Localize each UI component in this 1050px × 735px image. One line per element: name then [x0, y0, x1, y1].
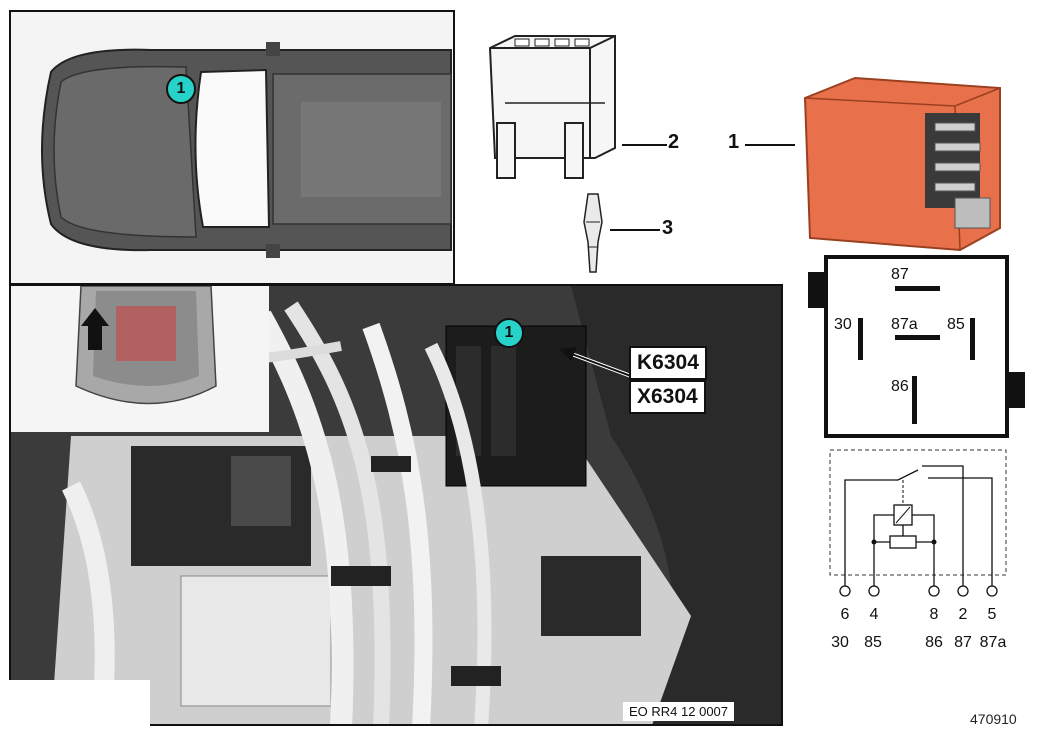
relay-pin-85-label: 85	[947, 316, 965, 333]
terminal-leader-line	[610, 229, 660, 231]
up-arrow-stem	[88, 326, 102, 350]
schematic-pin-num-6: 6	[840, 606, 850, 623]
terminal-pin-illustration	[578, 192, 608, 274]
schematic-pin-num-8: 8	[929, 606, 939, 623]
schematic-pin-num-5: 5	[987, 606, 997, 623]
relay-pin-85-bar	[970, 318, 975, 360]
schematic-pin-term-87a: 87a	[979, 634, 1007, 651]
relay-illustration	[795, 68, 1025, 253]
relay-pin-87-label: 87	[891, 266, 909, 283]
corner-blank	[0, 680, 150, 735]
label-pointer-arrow	[559, 347, 640, 381]
relay-pin-30-bar	[858, 318, 863, 360]
relay-pin-86-bar	[912, 376, 917, 424]
up-arrow-icon	[81, 308, 109, 326]
relay-pin-87a-bar	[895, 335, 940, 340]
relay-designation-label: K6304	[629, 346, 707, 380]
relay-pin-87-bar	[895, 286, 940, 291]
relay-socket-illustration	[475, 28, 635, 188]
relay-pin-87a-label: 87a	[891, 316, 918, 333]
relay-leader-line	[745, 144, 795, 146]
schematic-pin-term-30: 30	[831, 634, 849, 651]
socket-designation-label: X6304	[629, 380, 706, 414]
callout-relay: 1	[728, 131, 740, 153]
relay-pin-30-label: 30	[834, 316, 852, 333]
location-marker-car: 1	[166, 74, 196, 104]
illustration-code: EO RR4 12 0007	[623, 702, 735, 721]
car-top-view-illustration	[11, 12, 453, 283]
inset-car-view	[11, 286, 269, 432]
schematic-pin-num-2: 2	[958, 606, 968, 623]
callout-socket: 2	[668, 131, 680, 153]
document-id: 470910	[970, 711, 1017, 727]
relay-face-tab-left	[808, 272, 824, 308]
schematic-pin-term-85: 85	[864, 634, 882, 651]
location-marker-engine-bay: 1	[494, 318, 524, 348]
schematic-pin-num-4: 4	[869, 606, 879, 623]
schematic-pin-term-87: 87	[954, 634, 972, 651]
callout-terminal: 3	[662, 217, 674, 239]
relay-pin-86-label: 86	[891, 378, 909, 395]
car-top-view-panel: 1	[9, 10, 455, 285]
relay-face-tab-right	[1009, 372, 1025, 408]
engine-bay-photo-panel: 1 K6304 X6304 EO RR4 12 0007	[9, 284, 783, 726]
schematic-pin-term-86: 86	[925, 634, 943, 651]
relay-schematic	[829, 449, 1007, 597]
socket-leader-line	[622, 144, 667, 146]
